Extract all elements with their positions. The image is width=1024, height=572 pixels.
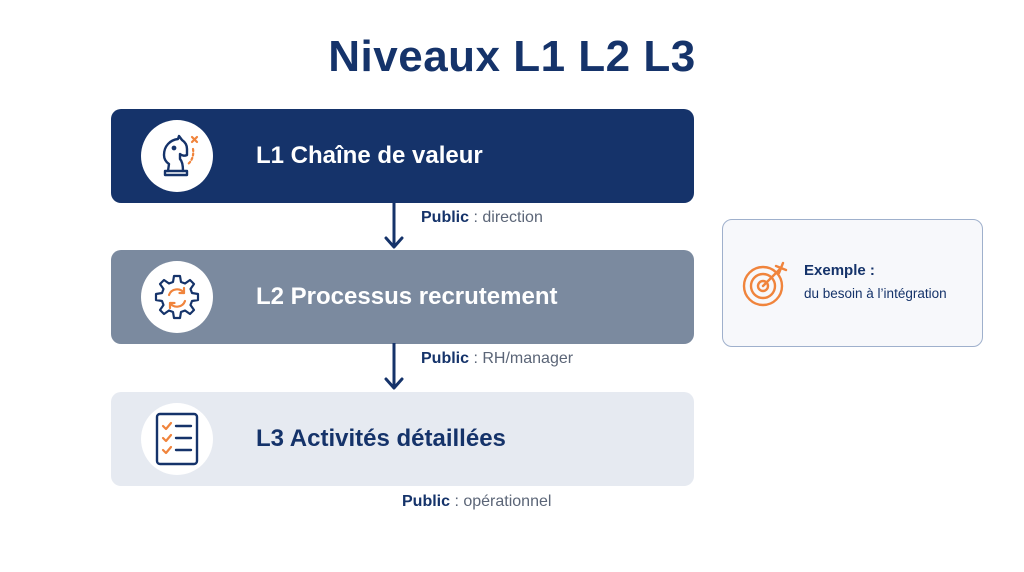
audience-l1: Public : direction — [421, 209, 543, 227]
example-card: Exemple : du besoin à l’intégration — [722, 219, 983, 347]
audience-l2: Public : RH/manager — [421, 350, 573, 368]
audience-separator: : — [469, 209, 483, 226]
audience-key: Public — [402, 493, 451, 510]
audience-key: Public — [421, 209, 470, 226]
page-title: Niveaux L1 L2 L3 — [328, 32, 696, 81]
arrow-down-icon — [384, 343, 404, 390]
checklist-icon — [155, 412, 199, 466]
level-l1-box: L1 Chaîne de valeur — [111, 109, 694, 203]
audience-l3: Public : opérationnel — [402, 493, 551, 511]
audience-separator: : — [469, 350, 483, 367]
example-text: du besoin à l’intégration — [804, 286, 947, 301]
level-l2-box: L2 Processus recrutement — [111, 250, 694, 344]
chess-knight-icon — [162, 134, 199, 177]
arrow-down-icon — [384, 203, 404, 249]
level-l2-icon-circle — [141, 261, 213, 333]
example-title: Exemple : — [804, 262, 875, 279]
level-l1-icon-circle — [141, 120, 213, 192]
audience-value: direction — [482, 209, 543, 226]
audience-value: opérationnel — [463, 493, 552, 510]
gear-cycle-icon — [154, 274, 200, 320]
audience-value: RH/manager — [482, 350, 574, 367]
level-l3-box: L3 Activités détaillées — [111, 392, 694, 486]
target-icon — [742, 261, 788, 307]
level-l1-label: L1 Chaîne de valeur — [256, 142, 483, 169]
audience-key: Public — [421, 350, 470, 367]
audience-separator: : — [450, 493, 464, 510]
level-l2-label: L2 Processus recrutement — [256, 283, 558, 310]
level-l3-label: L3 Activités détaillées — [256, 425, 506, 452]
level-l3-icon-circle — [141, 403, 213, 475]
